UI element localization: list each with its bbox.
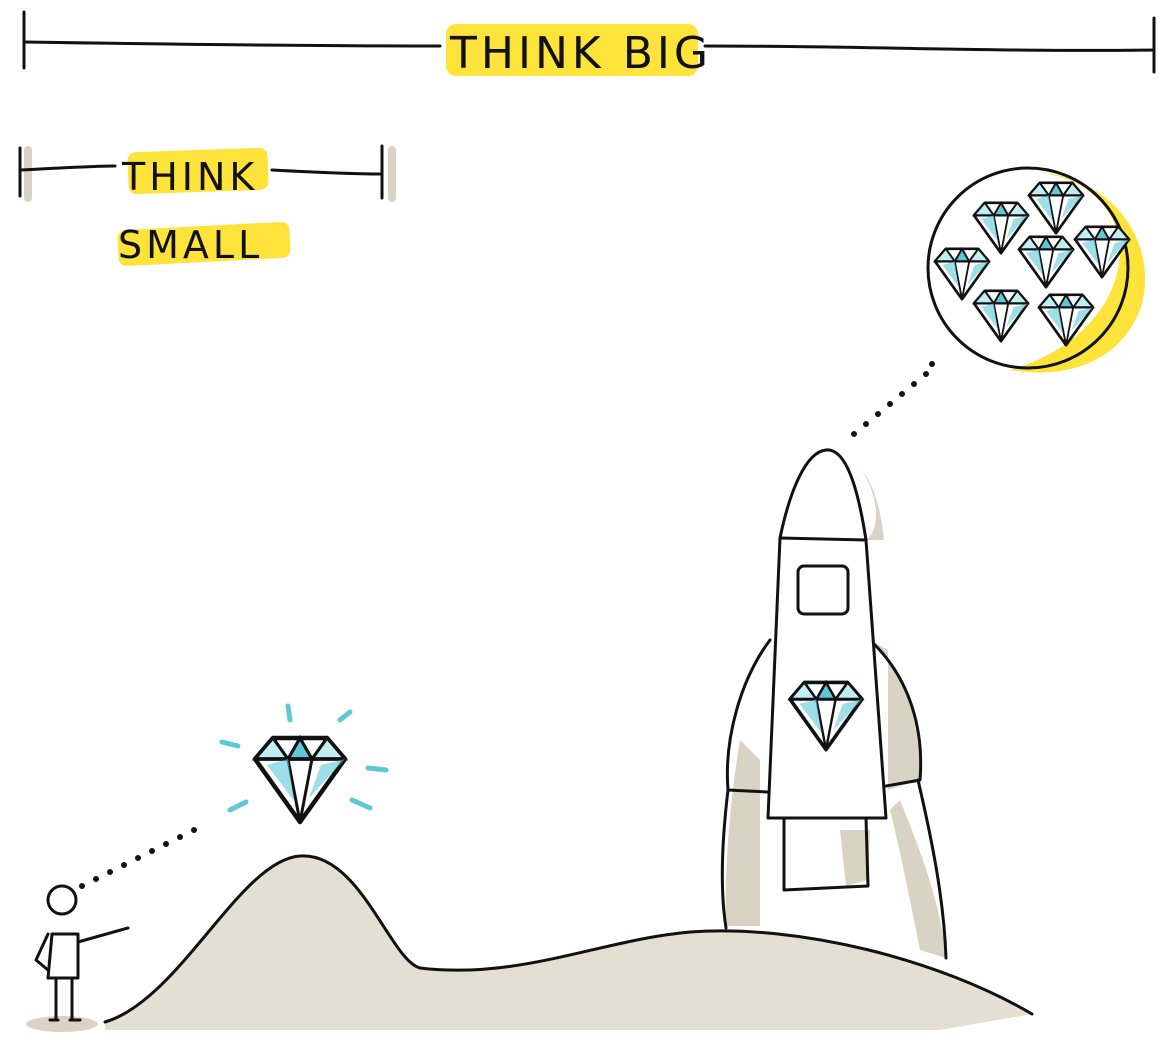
think-small-label-line1: THINK: [121, 155, 258, 199]
sight-line-big: [851, 361, 935, 437]
diamond-icon: [255, 738, 345, 822]
rocket-diamond-icon: [788, 680, 864, 752]
rocket-window: [796, 564, 850, 616]
sparkle-lines: [219, 703, 389, 813]
think-small-highlight-2: [117, 221, 291, 267]
think-small-scale: THINK SMALL: [18, 144, 396, 267]
diamond-cluster-icon: [926, 166, 1146, 373]
think-small-highlight-1: [127, 147, 269, 195]
rocket-icon: [720, 448, 948, 960]
hill-icon: [26, 854, 1034, 1032]
think-big-label: THINK BIG: [449, 28, 712, 79]
think-big-highlight: [446, 24, 698, 76]
stick-figure-icon: [34, 884, 130, 1022]
think-big-scale: THINK BIG: [22, 10, 1156, 79]
sight-line-small: [79, 827, 197, 889]
think-small-label-line2: SMALL: [118, 223, 263, 267]
